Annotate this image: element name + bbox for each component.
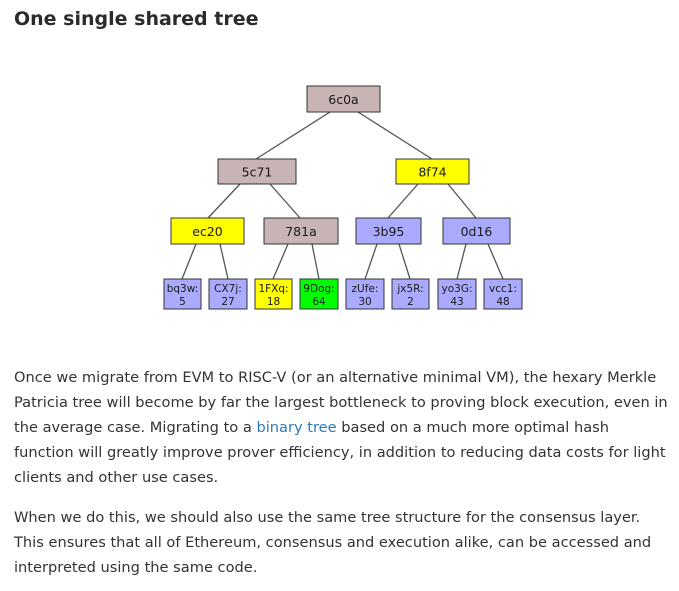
- binary-tree-diagram: 6c0a 5c71 8f74 ec20 781a 3b95 0d16 bq3w:…: [163, 85, 523, 310]
- paragraph-text: Once we migrate from EVM to RISC-V (or a…: [14, 369, 668, 436]
- binary-tree-link[interactable]: binary tree: [256, 419, 337, 436]
- node-label: 3b95: [373, 224, 405, 239]
- edge: [207, 183, 241, 219]
- paragraph-evm-migration: Once we migrate from EVM to RISC-V (or a…: [14, 365, 669, 490]
- edge: [311, 243, 320, 280]
- tree-leaf: CX7j: 27: [208, 278, 248, 310]
- tree-node-level1: 5c71: [217, 158, 297, 185]
- leaf-value: 64: [312, 296, 326, 308]
- leaf-key: bq3w:: [167, 283, 199, 295]
- tree-edges: [181, 111, 504, 280]
- leaf-value: 48: [496, 296, 509, 308]
- edge: [269, 183, 301, 219]
- edge: [487, 243, 504, 280]
- edge: [272, 243, 289, 280]
- tree-node-level2: ec20: [170, 217, 245, 245]
- tree-leaf: bq3w: 5: [163, 278, 202, 310]
- tree-leaf: vcc1: 48: [483, 278, 523, 310]
- tree-leaf: 1FXq: 18: [254, 278, 293, 310]
- edge: [255, 111, 331, 160]
- edge: [456, 243, 467, 280]
- tree-leaf: jx5R: 2: [391, 278, 430, 310]
- edge: [181, 243, 197, 280]
- leaf-value: 18: [267, 296, 280, 308]
- node-label: 8f74: [418, 165, 446, 180]
- edge: [364, 243, 378, 280]
- tree-node-level2: 0d16: [442, 217, 511, 245]
- edge: [357, 111, 433, 160]
- tree-leaf: yo3G: 43: [437, 278, 477, 310]
- tree-leaf: 9Dog: 64: [299, 278, 339, 310]
- node-label: 0d16: [461, 224, 493, 239]
- leaf-key: yo3G:: [442, 283, 473, 295]
- node-label: ec20: [192, 224, 223, 239]
- leaf-key: 9Dog:: [303, 283, 334, 295]
- paragraph-consensus-layer: When we do this, we should also use the …: [14, 509, 652, 576]
- leaf-key: CX7j:: [214, 283, 242, 295]
- node-label: 781a: [285, 224, 317, 239]
- leaf-key: 1FXq:: [258, 283, 288, 295]
- paragraph-text: based on a much more optimal hash functi…: [14, 419, 666, 486]
- tree-node-level2: 3b95: [355, 217, 422, 245]
- section-heading: One single shared tree: [14, 8, 259, 30]
- node-label: 5c71: [242, 165, 273, 180]
- tree-node-level1: 8f74: [395, 158, 470, 185]
- tree-leaf: zUfe: 30: [345, 278, 385, 310]
- leaf-key: vcc1:: [489, 283, 517, 295]
- leaf-value: 43: [450, 296, 463, 308]
- leaf-key: jx5R:: [396, 283, 423, 295]
- leaf-value: 30: [358, 296, 371, 308]
- leaf-value: 5: [179, 296, 186, 308]
- edge: [447, 183, 477, 219]
- edge: [398, 243, 411, 280]
- edge: [387, 183, 419, 219]
- leaf-key: zUfe:: [352, 283, 379, 295]
- edge: [219, 243, 229, 280]
- leaf-value: 27: [221, 296, 234, 308]
- tree-node-level2: 781a: [263, 217, 339, 245]
- tree-node-root: 6c0a: [306, 85, 381, 113]
- leaf-value: 2: [407, 296, 414, 308]
- node-label: 6c0a: [328, 92, 358, 107]
